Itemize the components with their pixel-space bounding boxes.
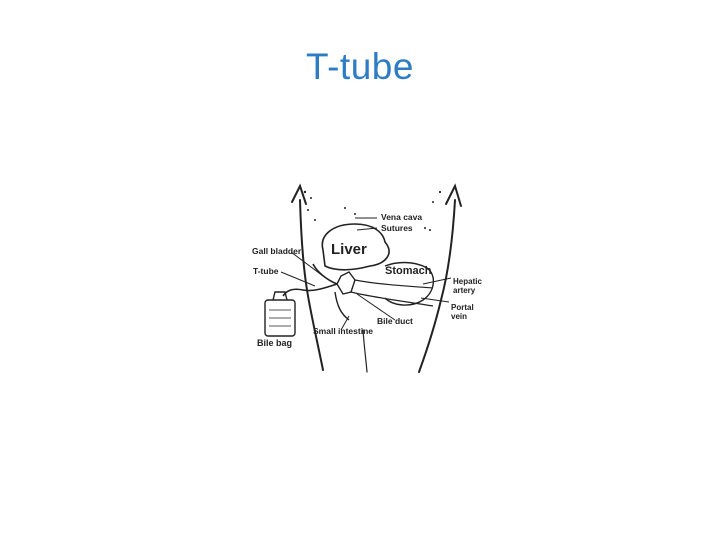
label-hepatic-line2: artery — [453, 286, 476, 295]
label-stomach: Stomach — [385, 265, 432, 277]
bile-bag — [264, 291, 296, 337]
center-line — [362, 329, 368, 373]
label-portal-line2: vein — [451, 312, 467, 321]
label-sutures: Sutures — [381, 223, 413, 233]
portal-vein-structure — [350, 291, 434, 307]
label-hepatic-line1: Hepatic — [453, 277, 482, 286]
label-bile-duct: Bile duct — [377, 316, 413, 326]
leader-lines — [280, 217, 452, 331]
label-t-tube: T-tube — [253, 266, 279, 276]
t-tube-anatomy-diagram: Vena cava Sutures Gall bladder Liver T-t… — [245, 180, 485, 380]
right-arrow-head — [445, 183, 462, 207]
label-liver: Liver — [331, 241, 367, 258]
label-small-intestine: Small intestine — [313, 326, 373, 336]
stipple-marks — [303, 190, 442, 231]
duodenum — [334, 291, 350, 321]
liver-outline — [321, 223, 390, 271]
label-bile-bag: Bile bag — [257, 338, 292, 348]
left-arrow-head — [291, 183, 307, 205]
stomach-outline — [384, 261, 434, 306]
label-portal-line1: Portal — [451, 303, 474, 312]
hepatic-artery-structure — [354, 279, 434, 289]
t-tube-line — [282, 283, 338, 297]
label-vena-cava: Vena cava — [381, 212, 422, 222]
right-body-contour — [418, 199, 456, 373]
body-outline — [291, 183, 462, 373]
slide-title: T-tube — [306, 46, 414, 87]
bile-duct-structure — [336, 271, 356, 295]
gall-bladder — [312, 263, 338, 285]
label-gall-bladder: Gall bladder — [252, 246, 302, 256]
